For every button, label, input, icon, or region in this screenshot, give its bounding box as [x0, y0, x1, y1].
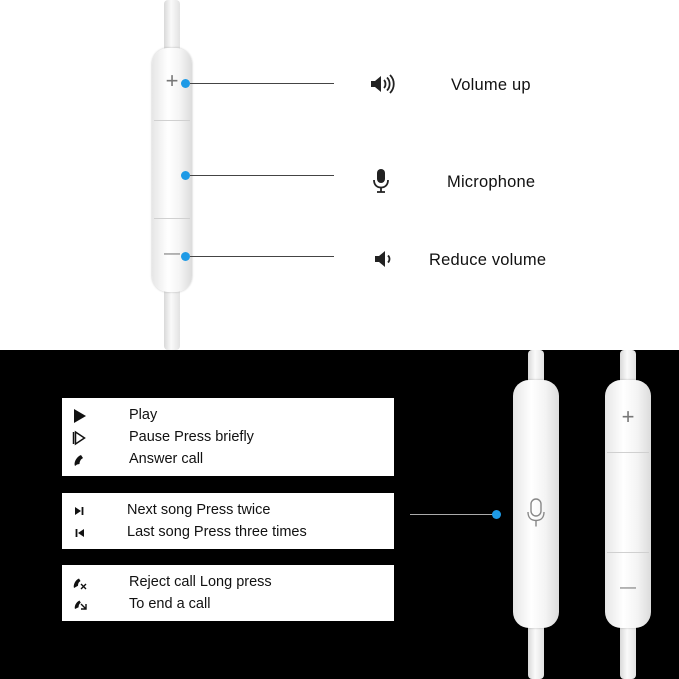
cable-bottom	[620, 622, 636, 679]
leader-line-microphone-remote	[410, 514, 495, 515]
phone-end-icon	[74, 600, 87, 610]
microphone-dot	[492, 510, 501, 519]
phone-reject-icon	[73, 578, 87, 590]
leader-line-microphone	[190, 175, 334, 176]
microphone-dot	[181, 171, 190, 180]
list-item: Play	[62, 405, 394, 427]
list-item: To end a call	[62, 594, 394, 616]
instruction-box-calls: Reject call Long press To end a call	[62, 565, 394, 621]
leader-line-volume-up	[190, 83, 334, 84]
remote-control: + —	[152, 48, 192, 292]
remote-control-side: + —	[605, 380, 651, 628]
bottom-panel: Play Pause Press briefly Answer call Nex…	[0, 350, 679, 679]
list-item: Next song Press twice	[62, 500, 394, 522]
previous-track-icon	[75, 529, 84, 537]
list-item: Reject call Long press	[62, 572, 394, 594]
reduce-volume-label: Reduce volume	[429, 251, 547, 269]
cable-top	[164, 0, 180, 52]
speaker-low-icon	[375, 251, 391, 267]
minus-sign: —	[620, 579, 636, 596]
list-item: Answer call	[62, 449, 394, 471]
pause-icon	[72, 430, 86, 446]
remote-control-front	[513, 380, 559, 628]
remote-seam	[154, 218, 190, 219]
play-icon	[74, 409, 86, 423]
plus-sign: +	[621, 404, 635, 429]
instruction-box-tracks: Next song Press twice Last song Press th…	[62, 493, 394, 549]
cable-bottom	[164, 285, 180, 350]
microphone-label: Microphone	[447, 173, 536, 191]
top-panel: + — Volume up Microphone Reduce volume	[152, 0, 547, 350]
list-item: Last song Press three times	[62, 522, 394, 544]
cable-bottom	[528, 622, 544, 679]
list-item: Pause Press briefly	[62, 427, 394, 449]
plus-sign: +	[165, 68, 179, 93]
phone-answer-icon	[74, 455, 83, 466]
minus-sign: —	[164, 245, 180, 262]
microphone-icon	[373, 169, 389, 193]
leader-line-reduce-volume	[190, 256, 334, 257]
volume-up-label: Volume up	[451, 76, 531, 94]
speaker-loud-icon	[371, 74, 395, 94]
remote-seam	[607, 552, 649, 553]
instruction-box-play: Play Pause Press briefly Answer call	[62, 398, 394, 476]
remote-seam	[607, 452, 649, 453]
volume-up-dot	[181, 79, 190, 88]
reduce-volume-dot	[181, 252, 190, 261]
next-track-icon	[75, 507, 84, 515]
remote-seam	[154, 120, 190, 121]
microphone-icon	[527, 498, 545, 527]
